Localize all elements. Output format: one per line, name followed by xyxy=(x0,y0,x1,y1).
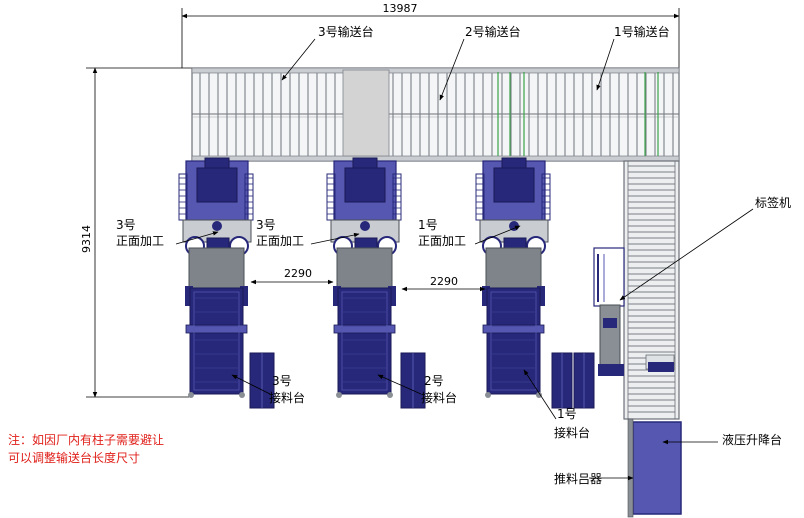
spacing-b-label: 2290 xyxy=(430,275,458,288)
hydraulic-lift xyxy=(627,418,682,518)
station-2-process-line1: 3号 xyxy=(256,218,276,232)
conveyor-3-label: 3号输送台 xyxy=(318,25,374,39)
receiving-table-2 xyxy=(400,352,426,409)
receiving-3-line1: 3号 xyxy=(272,374,292,388)
station-1-process-line1: 1号 xyxy=(418,218,438,232)
note-line2: 可以调整输送台长度尺寸 xyxy=(8,451,141,465)
receiving-3-line2: 接料台 xyxy=(269,391,306,405)
receiving-table-3 xyxy=(249,352,275,409)
right-conveyor xyxy=(623,160,680,420)
station-3-process-line2: 正面加工 xyxy=(116,234,165,248)
conveyor-green-guides xyxy=(497,72,659,156)
note-line1: 注：如因厂内有柱子需要避让 xyxy=(8,433,165,447)
conveyor-2-label: 2号输送台 xyxy=(465,25,521,39)
hydraulic-lift-label: 液压升降台 xyxy=(722,433,783,447)
station-3-process-line1: 3号 xyxy=(116,218,136,232)
conveyor-rollers-1 xyxy=(501,73,674,156)
overall-width-label: 13987 xyxy=(382,2,418,15)
conveyor-1-label: 1号输送台 xyxy=(614,25,670,39)
machining-station-2 xyxy=(326,157,402,398)
machining-station-1 xyxy=(475,157,551,398)
labeler-label: 标签机 xyxy=(755,196,792,210)
conveyor-rollers-2 xyxy=(392,73,493,156)
receiving-1-line1: 1号 xyxy=(557,407,577,421)
conveyor-frame xyxy=(191,67,680,162)
receiving-2-line2: 接料台 xyxy=(421,391,458,405)
pusher-label: 推料吕器 xyxy=(554,472,603,486)
spacing-a-label: 2290 xyxy=(284,267,312,280)
receiving-1-line2: 接料台 xyxy=(554,426,591,440)
leader-lines xyxy=(175,38,754,481)
machining-station-3 xyxy=(178,157,254,398)
overall-height-label: 9314 xyxy=(80,225,93,253)
receiving-2-line1: 2号 xyxy=(424,374,444,388)
conveyor-rollers-3 xyxy=(199,73,336,156)
overall-height-dimension xyxy=(86,67,192,398)
machining-stations xyxy=(178,157,551,398)
station-2-process-line2: 正面加工 xyxy=(256,234,305,248)
labeler-machine xyxy=(593,247,675,376)
overall-width-dimension xyxy=(181,8,680,68)
receiving-table-1 xyxy=(551,352,595,409)
station-1-process-line2: 正面加工 xyxy=(418,234,467,248)
